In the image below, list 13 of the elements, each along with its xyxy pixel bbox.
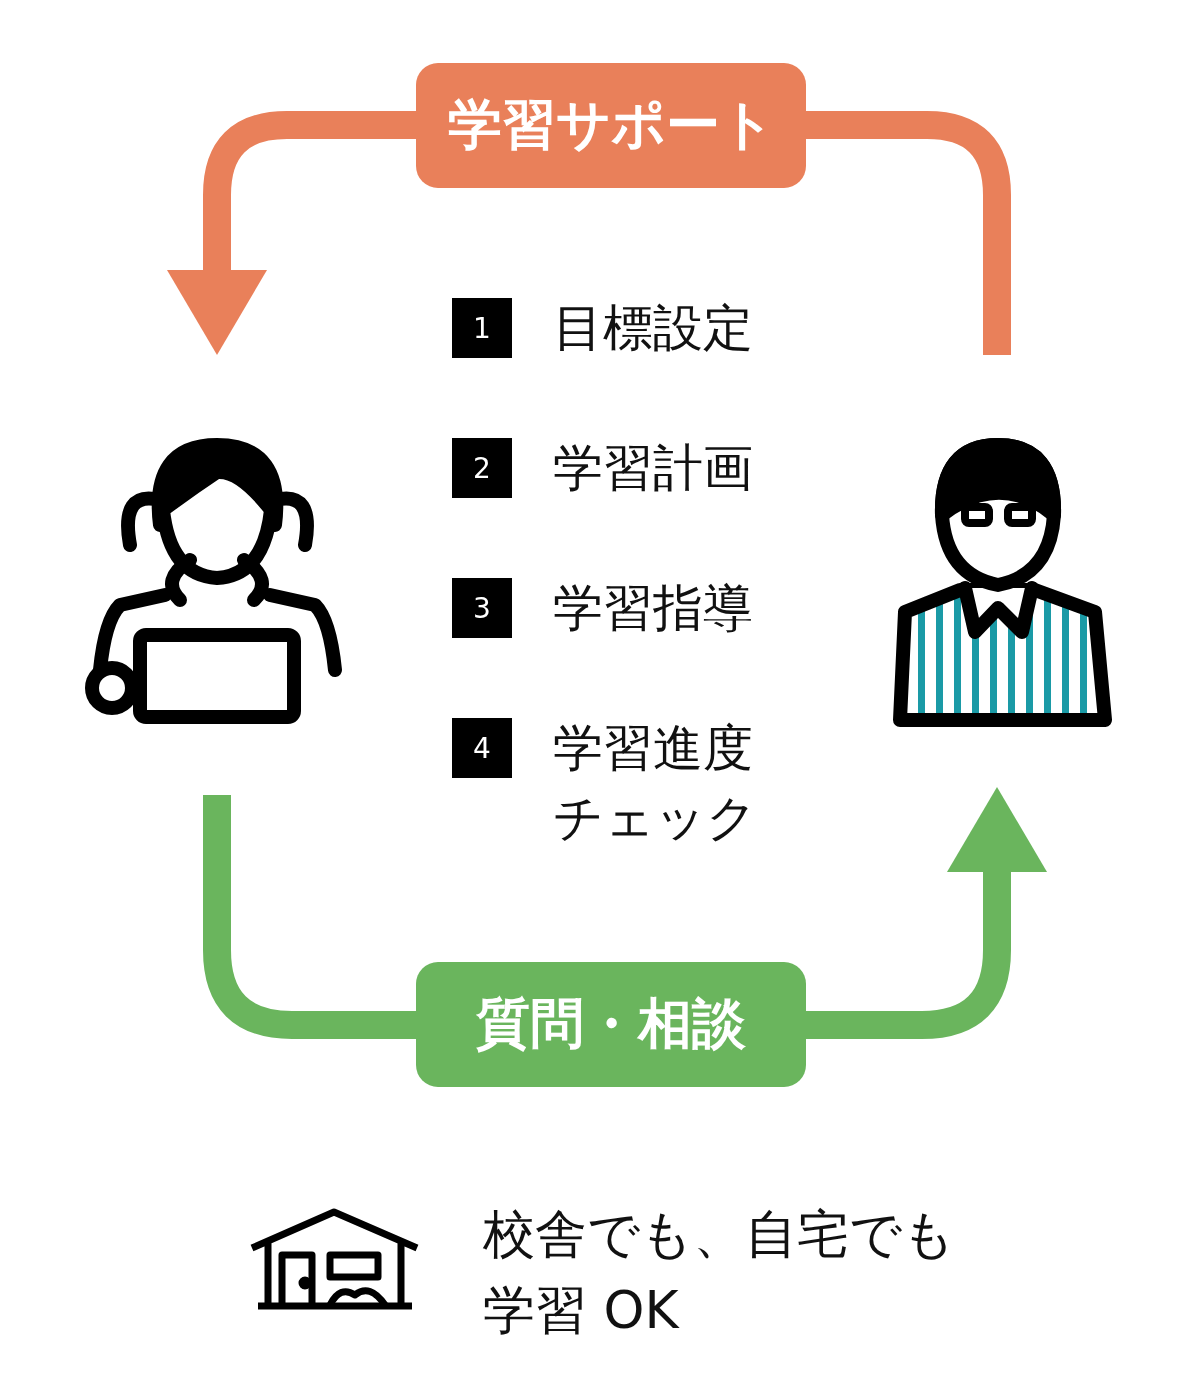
number-badge: 4 bbox=[452, 718, 512, 778]
number-badge: 3 bbox=[452, 578, 512, 638]
step-label-box: 学習サポート bbox=[416, 63, 806, 188]
number-badge: 2 bbox=[452, 438, 512, 498]
item-label: 目標設定 bbox=[553, 298, 754, 359]
item-label: 学習進度チェック bbox=[553, 718, 758, 849]
number-badge: 1 bbox=[452, 298, 512, 358]
note-text: 校舎でも、自宅でも学習 OK bbox=[483, 1203, 956, 1342]
item-label: 学習指導 bbox=[553, 578, 754, 639]
item-label: 学習計画 bbox=[553, 438, 754, 499]
arrow bbox=[167, 111, 416, 355]
step-label-box: 質問・相談 bbox=[416, 962, 806, 1087]
arrow bbox=[806, 787, 1047, 1039]
